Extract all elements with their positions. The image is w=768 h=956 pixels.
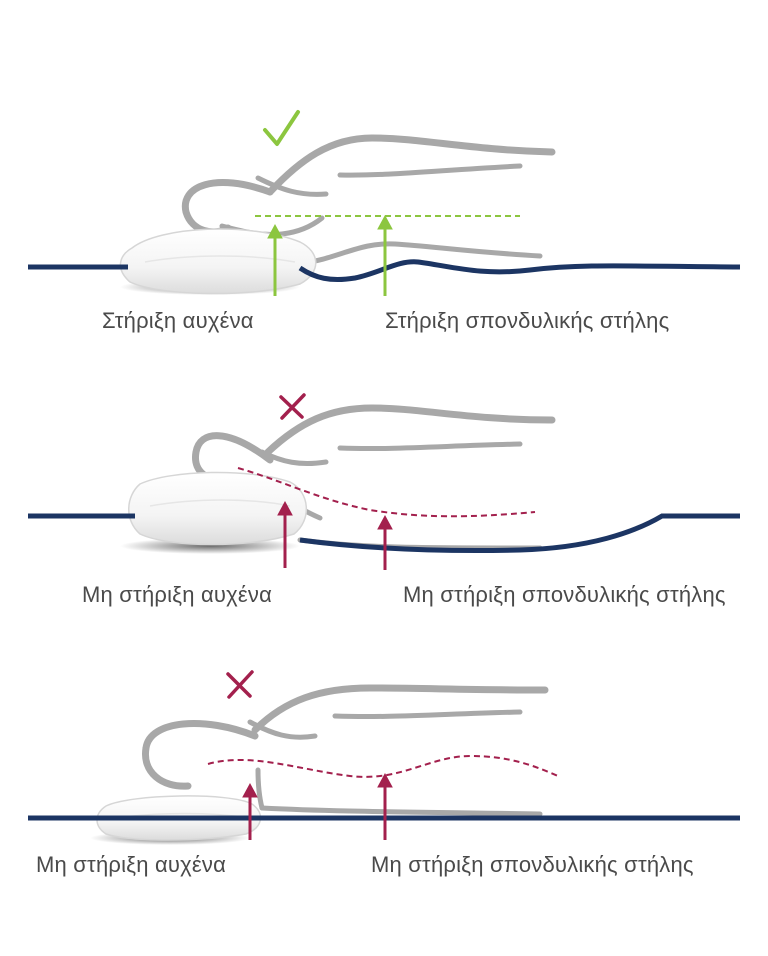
neck-support-arrow	[242, 782, 258, 840]
spine-curve-line	[237, 467, 536, 518]
panel-2	[28, 393, 740, 570]
spine-support-arrow	[377, 772, 393, 840]
spine-support-label: Στήριξη σπονδυλικής στήλης	[385, 308, 670, 333]
cross-icon	[226, 670, 254, 699]
neck-support-label: Μη στήριξη αυχένα	[36, 852, 227, 877]
panel-3	[28, 670, 740, 845]
spine-support-label: Μη στήριξη σπονδυλικής στήλης	[371, 852, 694, 877]
mattress	[28, 259, 741, 283]
spine-support-label: Μη στήριξη σπονδυλικής στήλης	[403, 582, 726, 607]
cross-icon	[279, 393, 306, 420]
neck-support-arrow	[277, 500, 293, 568]
spine-support-arrow	[377, 514, 393, 570]
neck-support-arrow	[267, 223, 283, 296]
neck-support-label: Στήριξη αυχένα	[102, 308, 254, 333]
pillow	[119, 228, 317, 295]
spine-curve-line	[207, 754, 559, 778]
pillow	[120, 471, 308, 554]
spine-support-arrow	[377, 214, 393, 296]
sleeper-figure	[142, 684, 549, 817]
neck-support-label: Μη στήριξη αυχένα	[82, 582, 273, 607]
check-icon	[263, 110, 300, 146]
panel-1	[28, 110, 741, 296]
mattress	[28, 513, 740, 553]
